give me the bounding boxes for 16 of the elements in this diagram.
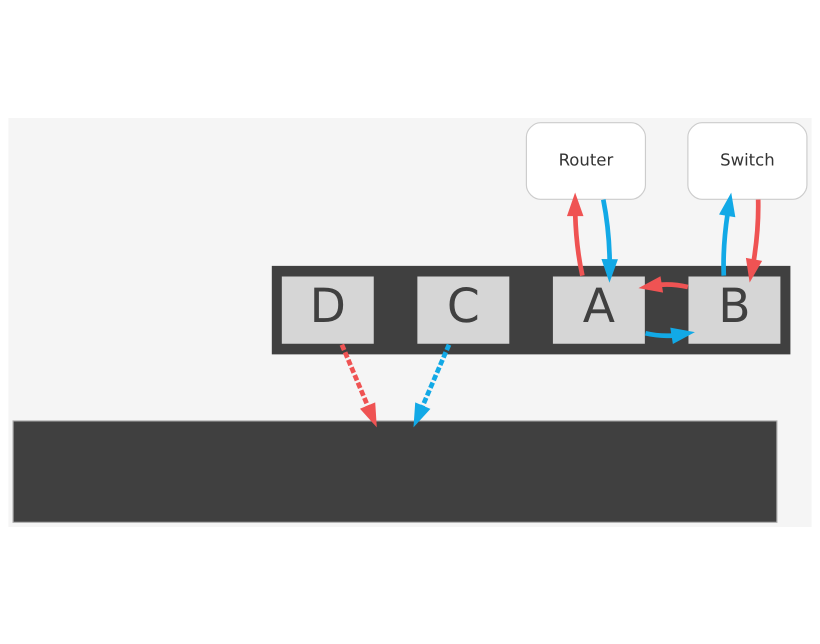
arrow xyxy=(340,343,377,427)
arrow xyxy=(600,198,618,282)
node-box: A xyxy=(552,274,646,344)
node-box xyxy=(12,420,778,522)
arrow xyxy=(638,276,688,292)
arrow xyxy=(644,327,695,344)
arrow xyxy=(566,192,585,276)
node-box: Switch xyxy=(687,122,808,200)
arrow xyxy=(746,199,762,282)
cluster xyxy=(272,265,790,354)
arrow xyxy=(719,192,736,276)
node-box: Router xyxy=(526,122,646,200)
node-box: C xyxy=(416,274,510,344)
node-box: B xyxy=(687,274,782,344)
arrow xyxy=(413,343,452,427)
node-box: D xyxy=(280,274,375,344)
